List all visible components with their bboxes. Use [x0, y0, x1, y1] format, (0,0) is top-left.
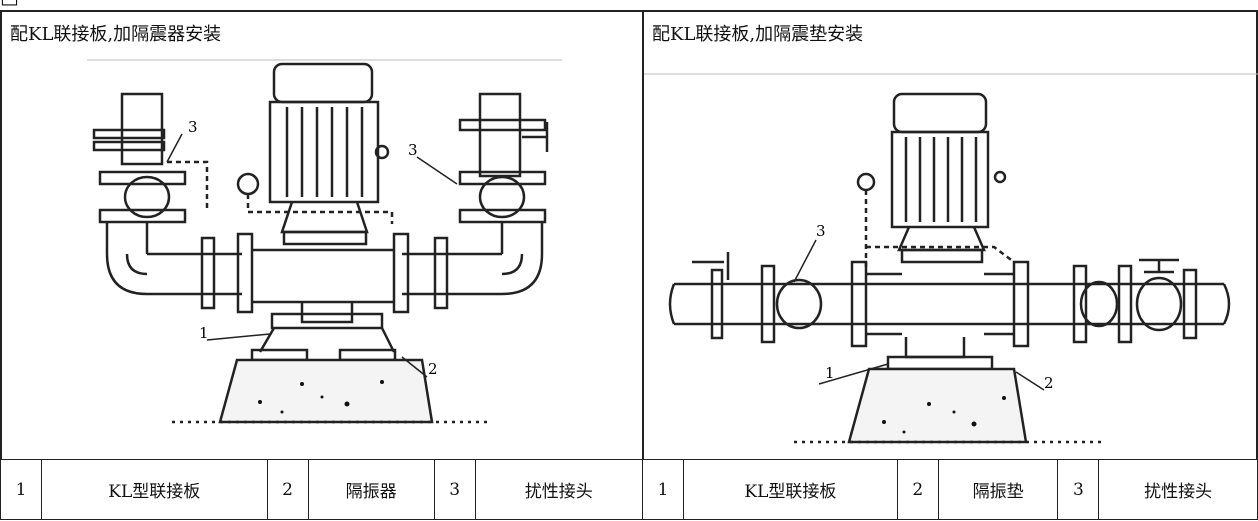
left-panel-title: 配KL联接板,加隔震器安装	[10, 24, 222, 45]
right-installation-drawing: 3 1 2	[644, 73, 1258, 444]
right-callout-2: 2	[1044, 374, 1054, 392]
left-callout-1: 1	[199, 324, 209, 342]
right-callout-1: 1	[825, 364, 835, 382]
legend-row: 1 KL型联接板 2 隔振器 3 扰性接头	[0, 459, 644, 520]
right-callout-3: 3	[816, 222, 826, 240]
left-legend-table: 1 KL型联接板 2 隔振器 3 扰性接头	[0, 459, 644, 520]
right-panel-title: 配KL联接板,加隔震垫安装	[652, 24, 864, 45]
legend-number: 1	[0, 459, 42, 520]
cut-off-heading-fragment: □	[0, 0, 19, 6]
legend-label: 扰性接头	[474, 459, 644, 520]
left-callout-3b: 3	[408, 141, 418, 159]
left-callout-3a: 3	[188, 118, 198, 136]
left-drawing-panel: 配KL联接板,加隔震器安装	[0, 10, 643, 460]
right-legend-table: 1 KL型联接板 2 隔振垫 3 扰性接头	[642, 459, 1258, 520]
legend-number: 3	[433, 459, 476, 520]
legend-number: 3	[1057, 459, 1100, 520]
legend-label: KL型联接板	[41, 459, 268, 520]
legend-number: 2	[896, 459, 939, 520]
legend-label: 隔振器	[307, 459, 435, 520]
left-callout-2: 2	[428, 360, 438, 378]
legend-label: KL型联接板	[683, 459, 898, 520]
motor-body	[268, 100, 380, 204]
legend-number: 2	[266, 459, 309, 520]
legend-number: 1	[642, 459, 684, 520]
right-drawing-panel: 配KL联接板,加隔震垫安装	[642, 10, 1258, 460]
legend-row: 1 KL型联接板 2 隔振垫 3 扰性接头	[642, 459, 1258, 520]
motor-cap	[272, 62, 374, 104]
left-installation-drawing: 3 3 1 2	[87, 59, 562, 424]
legend-label: 扰性接头	[1098, 459, 1258, 520]
legend-label: 隔振垫	[937, 459, 1059, 520]
